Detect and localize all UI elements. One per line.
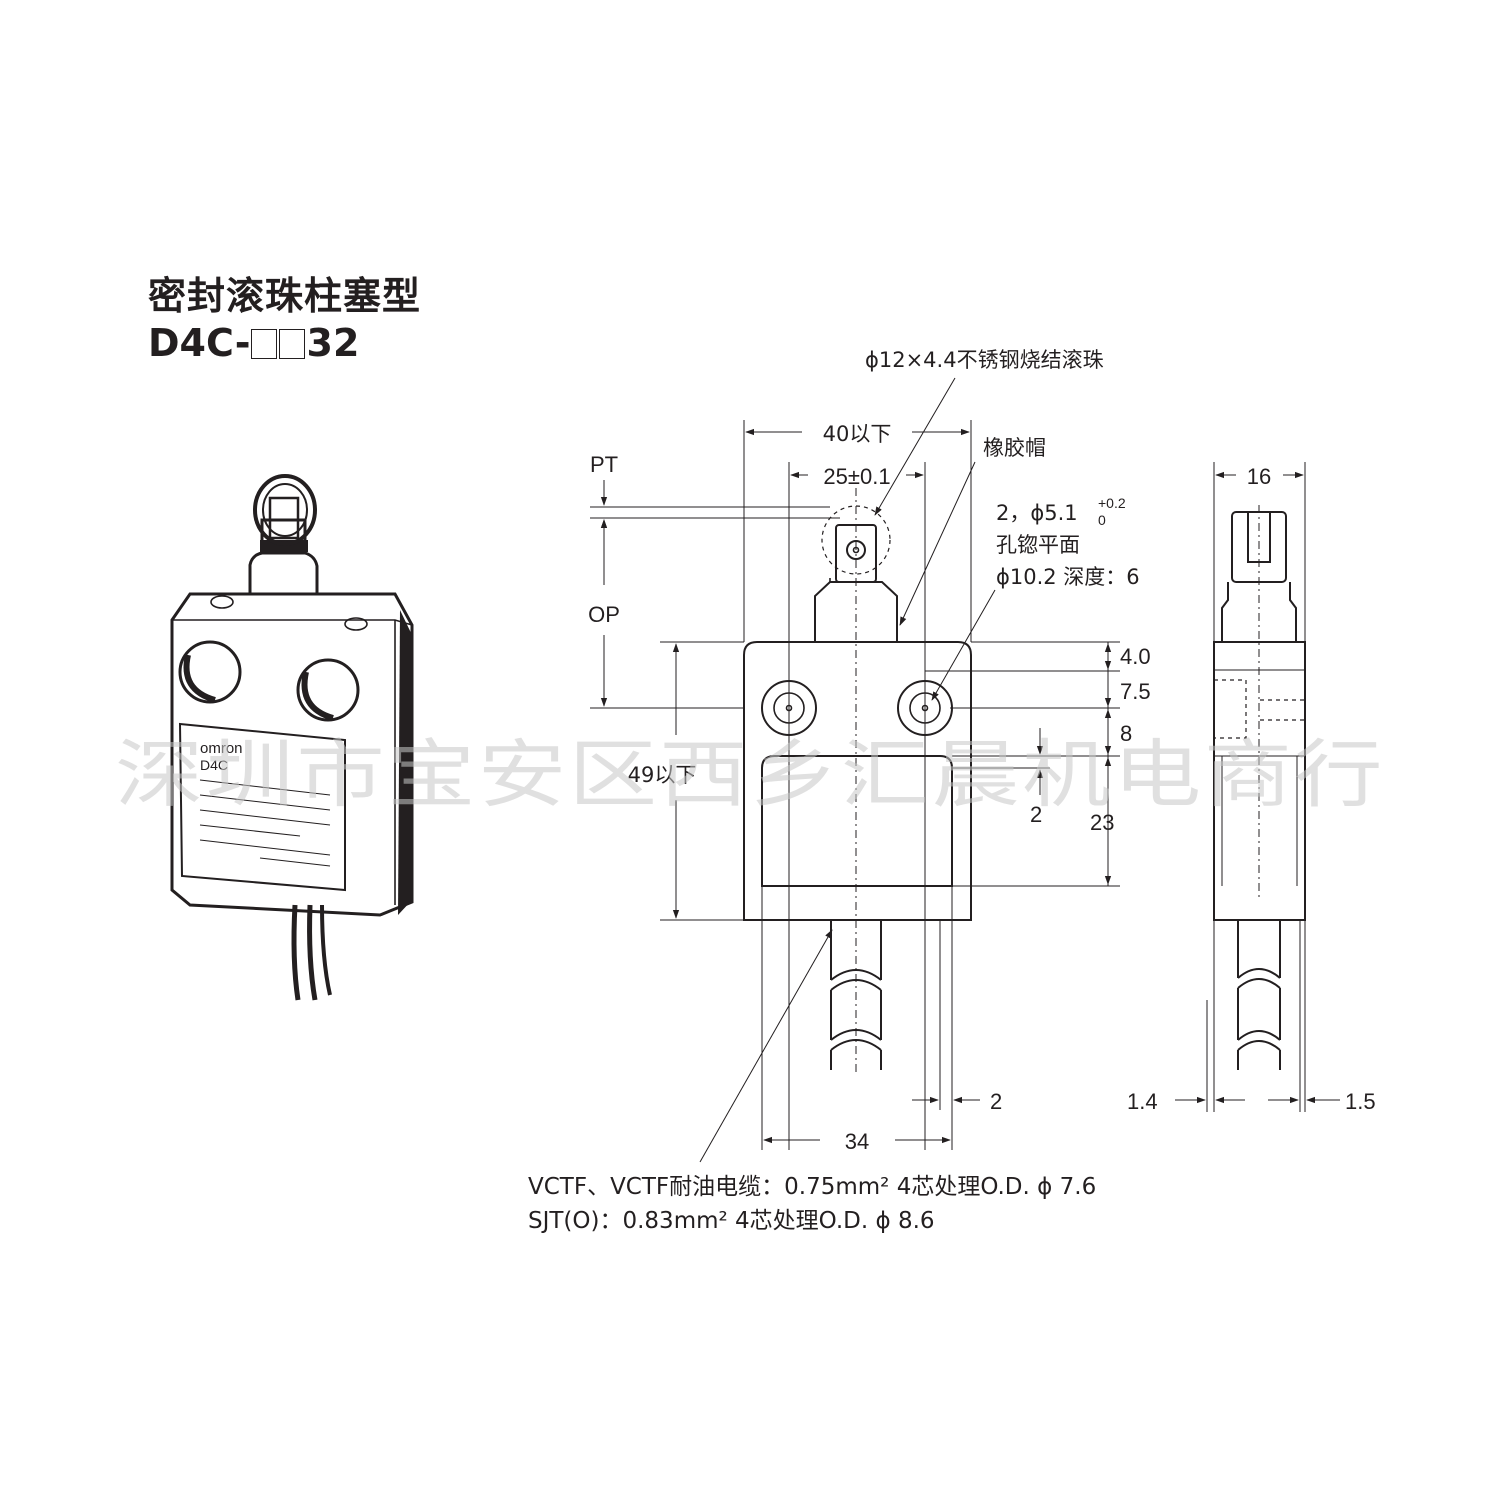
roller-callout: ϕ12×4.4不锈钢烧结滚珠 <box>865 348 1104 372</box>
dim-width-max: 40以下 <box>823 422 892 446</box>
model-placeholder-box <box>250 329 277 359</box>
watermark-text: 深圳市宝安区西乡汇晨机电商行 <box>115 732 1385 818</box>
dim-7-5: 7.5 <box>1120 679 1151 704</box>
dim-window-2: 2 <box>1030 802 1042 827</box>
hole-tol-upper: +0.2 <box>1098 495 1126 511</box>
dim-hole-pitch: 25±0.1 <box>823 464 890 489</box>
dim-height-max: 49以下 <box>628 763 697 787</box>
cable-note-line1: VCTF、VCTF耐油电缆：0.75mm² 4芯处理O.D. ϕ 7.6 <box>528 1174 1096 1200</box>
dim-pt: PT <box>590 452 618 477</box>
side-view: 16 1.4 1.5 <box>1127 462 1376 1114</box>
hole-callout-line3: ϕ10.2 深度：6 <box>996 565 1140 589</box>
hole-tol-lower: 0 <box>1098 512 1106 528</box>
dim-side-16: 16 <box>1247 464 1271 489</box>
dim-34: 34 <box>845 1129 869 1154</box>
brand-label: omron <box>200 740 243 757</box>
title-block: 密封滚珠柱塞型 D4C- 32 <box>148 272 421 366</box>
product-name: 密封滚珠柱塞型 <box>148 274 422 318</box>
rubber-cap-callout: 橡胶帽 <box>983 436 1046 460</box>
dim-bottom-2: 2 <box>990 1089 1002 1114</box>
hole-callout-line1: 2，ϕ5.1 <box>996 501 1078 525</box>
dim-4-0: 4.0 <box>1120 644 1151 669</box>
cable-note-line2: SJT(O)：0.83mm² 4芯处理O.D. ϕ 8.6 <box>528 1208 935 1234</box>
dim-8: 8 <box>1120 721 1132 746</box>
product-illustration: omron D4C <box>170 474 414 1001</box>
dim-side-1-5: 1.5 <box>1345 1089 1376 1114</box>
dim-23: 23 <box>1090 810 1114 835</box>
front-view: 40以下 25±0.1 PT OP 49以下 4.0 7.5 8 23 2 <box>588 348 1151 1163</box>
model-label: D4C <box>200 757 228 773</box>
model-placeholder-box <box>278 329 305 359</box>
dim-op: OP <box>588 602 620 627</box>
model-prefix: D4C- <box>148 321 251 365</box>
product-model: D4C- 32 <box>148 320 421 366</box>
hole-callout-line2: 孔锪平面 <box>996 533 1080 557</box>
model-suffix: 32 <box>306 321 360 365</box>
dim-side-1-4: 1.4 <box>1127 1089 1158 1114</box>
